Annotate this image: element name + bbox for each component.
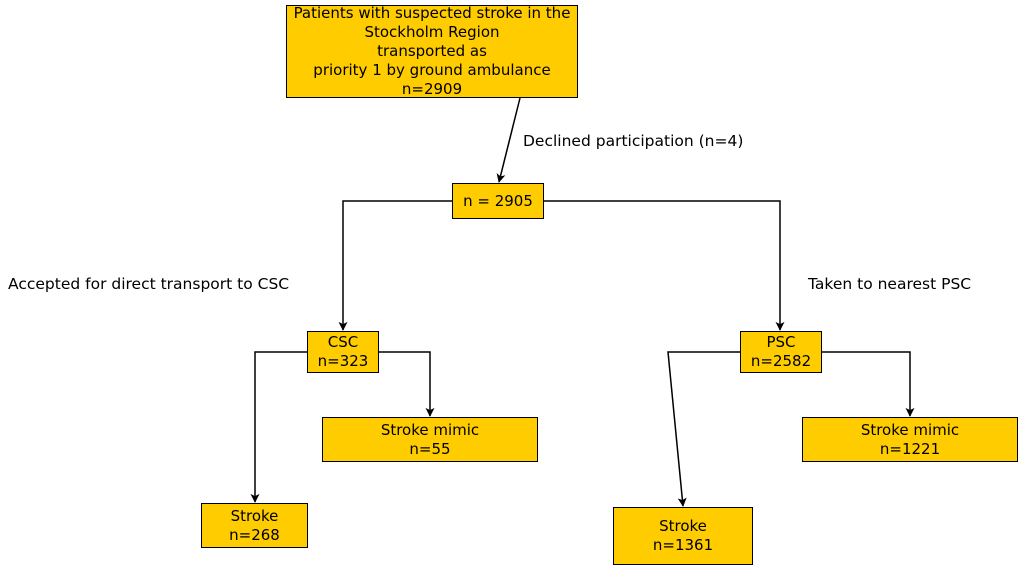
box-total-line-1: n = 2905 [463, 191, 533, 210]
box-top: Patients with suspected stroke in the St… [286, 4, 578, 98]
box-total: n = 2905 [452, 183, 544, 219]
arrow-total-to-psc [544, 200, 785, 331]
box-psc-line-1: PSC [766, 333, 796, 351]
box-psc-mimic: Stroke mimic n=1221 [802, 417, 1018, 462]
box-psc-line-2: n=2582 [750, 352, 812, 370]
arrow-csc-to-stroke [250, 351, 307, 503]
box-csc-mimic-line-2: n=55 [409, 439, 451, 458]
box-top-line-2: transported as [377, 42, 487, 60]
box-csc-mimic: Stroke mimic n=55 [322, 417, 538, 462]
arrow-psc-to-mimic [822, 351, 915, 417]
box-psc-stroke: Stroke n=1361 [613, 507, 753, 565]
box-csc-mimic-line-1: Stroke mimic [380, 420, 480, 439]
box-csc-stroke-line-2: n=268 [229, 525, 280, 544]
box-psc: PSC n=2582 [740, 331, 822, 373]
box-top-line-3: priority 1 by ground ambulance [313, 61, 551, 79]
box-csc-line-1: CSC [327, 333, 359, 351]
box-csc-stroke-line-1: Stroke [230, 506, 279, 525]
box-top-line-4: n=2909 [401, 80, 463, 98]
box-csc: CSC n=323 [307, 331, 379, 373]
label-nearest: Taken to nearest PSC [808, 275, 972, 293]
arrow-psc-to-stroke [667, 351, 740, 507]
box-csc-line-2: n=323 [317, 352, 369, 370]
arrow-total-to-csc [338, 200, 452, 331]
arrow-csc-to-mimic [379, 351, 435, 417]
box-psc-mimic-line-1: Stroke mimic [860, 420, 960, 439]
box-psc-stroke-line-1: Stroke [659, 517, 707, 535]
box-psc-stroke-line-2: n=1361 [652, 536, 714, 554]
box-psc-mimic-line-2: n=1221 [879, 439, 941, 458]
box-top-line-1: Patients with suspected stroke in the St… [293, 4, 571, 41]
label-accepted: Accepted for direct transport to CSC [8, 275, 290, 293]
box-csc-stroke: Stroke n=268 [201, 503, 308, 548]
label-declined: Declined participation (n=4) [523, 132, 744, 150]
arrow-top-to-total [496, 97, 521, 183]
